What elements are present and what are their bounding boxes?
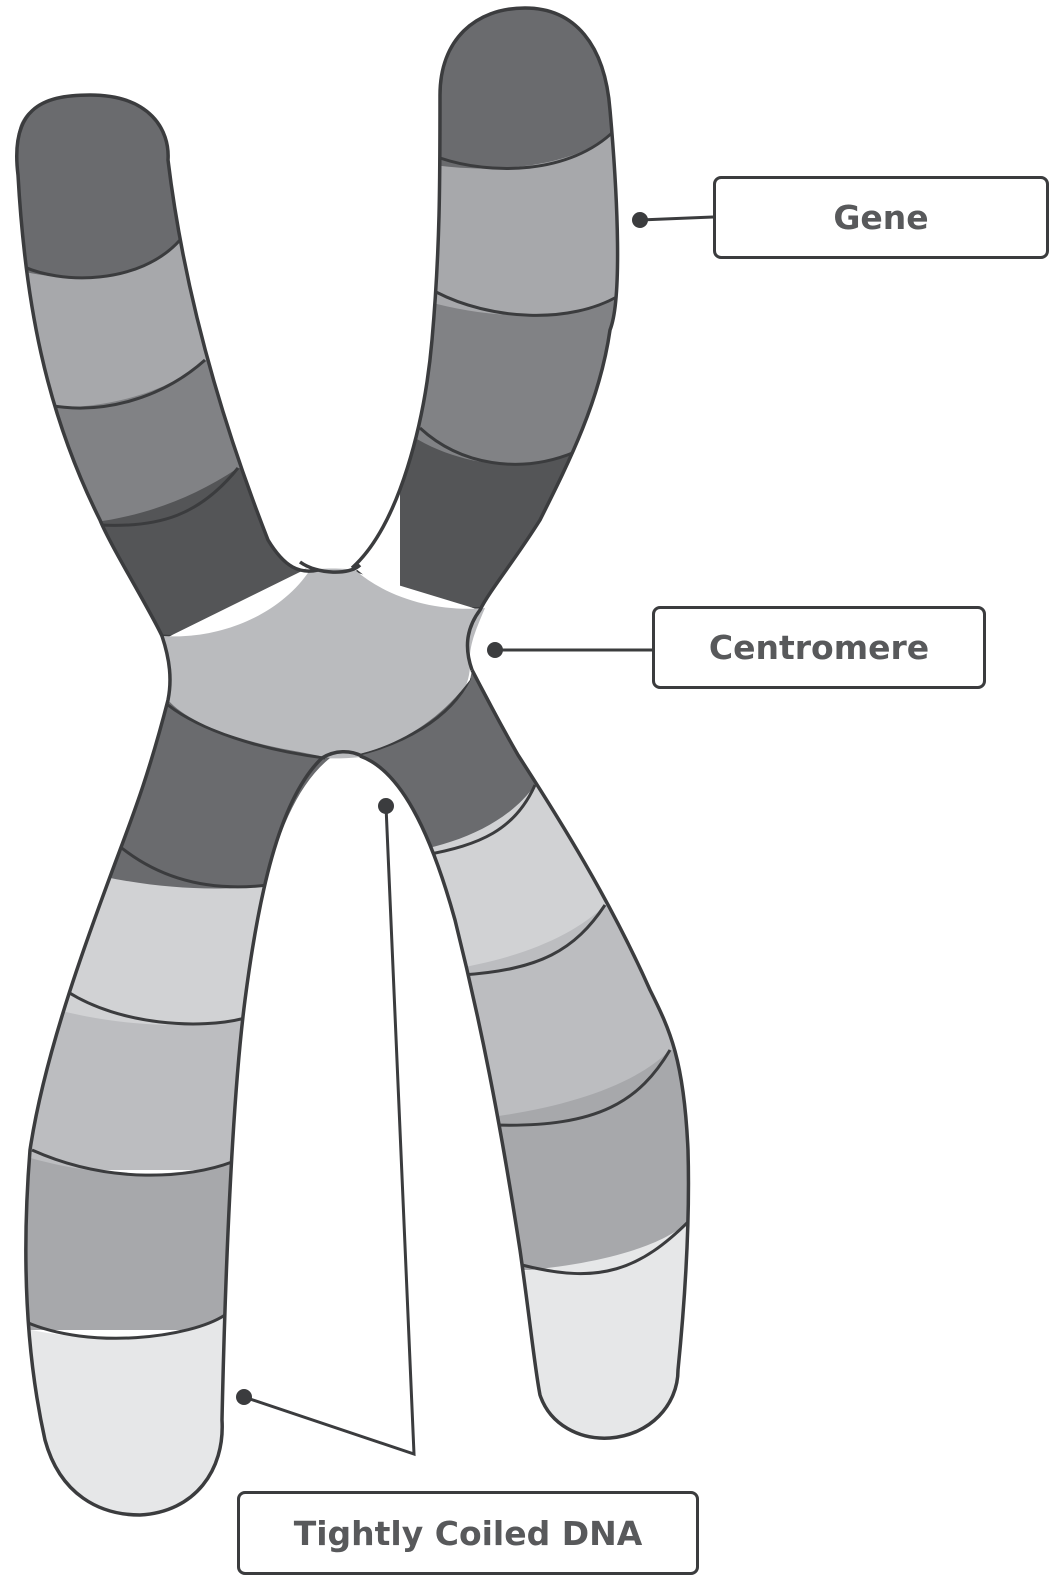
gene-pointer-dot <box>632 212 648 228</box>
gene-leader-line <box>640 217 713 220</box>
dna-pointer-dot-lower <box>236 1389 252 1405</box>
centromere-label-box: Centromere <box>652 606 986 689</box>
gene-label: Gene <box>833 198 928 237</box>
lower-left-arm <box>0 690 360 1520</box>
gene-label-box: Gene <box>713 176 1049 259</box>
dna-leader-line <box>244 806 414 1454</box>
centromere-label: Centromere <box>709 628 929 667</box>
centromere-pointer-dot <box>487 642 503 658</box>
dna-pointer-dot-upper <box>378 798 394 814</box>
tightly-coiled-dna-label-box: Tightly Coiled DNA <box>237 1491 699 1575</box>
tightly-coiled-dna-label: Tightly Coiled DNA <box>294 1514 643 1553</box>
